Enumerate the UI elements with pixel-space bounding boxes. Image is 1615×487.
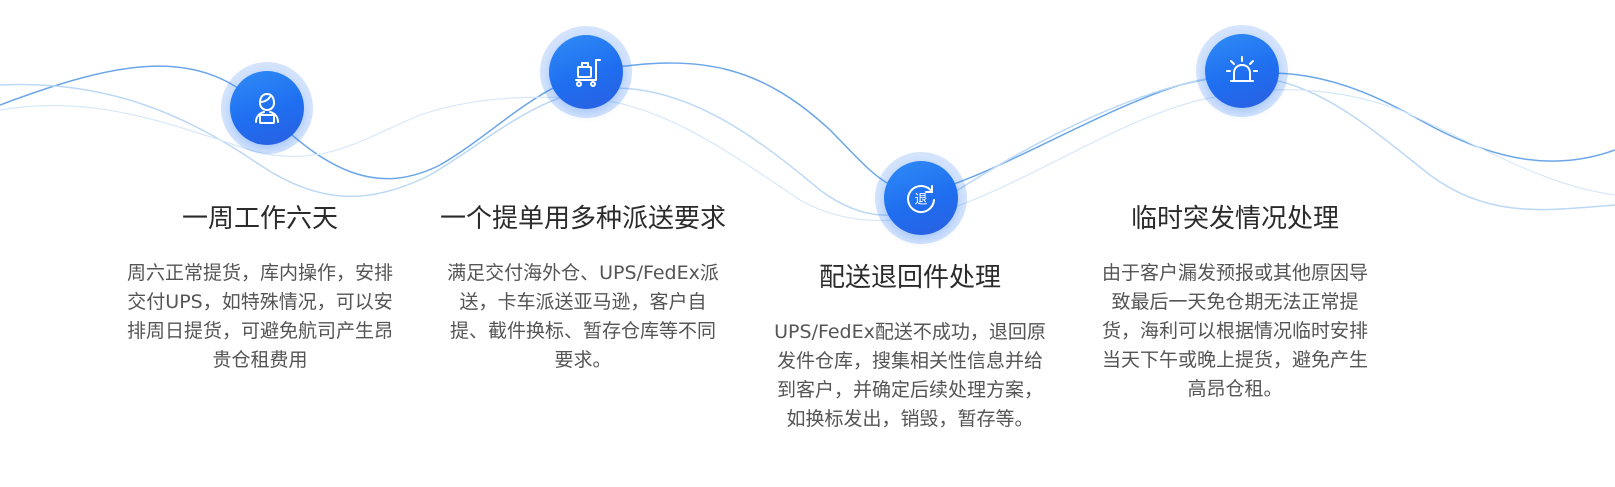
wave-line-dark <box>0 62 1615 193</box>
feature-description: UPS/FedEx配送不成功，退回原发件仓库，搜集相关性信息并给到客户，并确定后… <box>774 321 1046 430</box>
return-icon: 退 <box>884 161 958 235</box>
feature-card-2: 一个提单用多种派送要求 满足交付海外仓、UPS/FedEx派送，卡车派送亚马逊，… <box>433 203 733 375</box>
feature-card-3: 配送退回件处理 UPS/FedEx配送不成功，退回原发件仓库，搜集相关性信息并给… <box>760 262 1060 434</box>
feature-card-4: 临时突发情况处理 由于客户漏发预报或其他原因导致最后一天免仓期无法正常提货，海利… <box>1085 203 1385 404</box>
feature-description: 由于客户漏发预报或其他原因导致最后一天免仓期无法正常提货，海利可以根据情况临时安… <box>1101 262 1368 400</box>
cart-icon <box>549 35 623 109</box>
feature-card-1: 一周工作六天 周六正常提货，库内操作，安排交付UPS，如特殊情况，可以安排周日提… <box>110 203 410 375</box>
feature-title: 一个提单用多种派送要求 <box>439 204 726 234</box>
wave-line-faint <box>0 89 1615 222</box>
alarm-icon <box>1205 34 1279 108</box>
support-agent-icon <box>230 71 304 145</box>
feature-description: 满足交付海外仓、UPS/FedEx派送，卡车派送亚马逊，客户自提、截件换标、暂存… <box>447 262 719 371</box>
return-icon-label: 退 <box>914 193 927 208</box>
feature-node-1 <box>221 62 313 154</box>
feature-node-4 <box>1196 25 1288 117</box>
feature-node-3: 退 <box>875 152 967 244</box>
feature-title: 一周工作六天 <box>181 204 338 234</box>
feature-description: 周六正常提货，库内操作，安排交付UPS，如特殊情况，可以安排周日提货，可避免航司… <box>126 262 393 371</box>
feature-title: 配送退回件处理 <box>818 263 1001 293</box>
feature-title: 临时突发情况处理 <box>1130 204 1339 234</box>
feature-node-2 <box>540 26 632 118</box>
wave-line-light <box>0 75 1615 216</box>
